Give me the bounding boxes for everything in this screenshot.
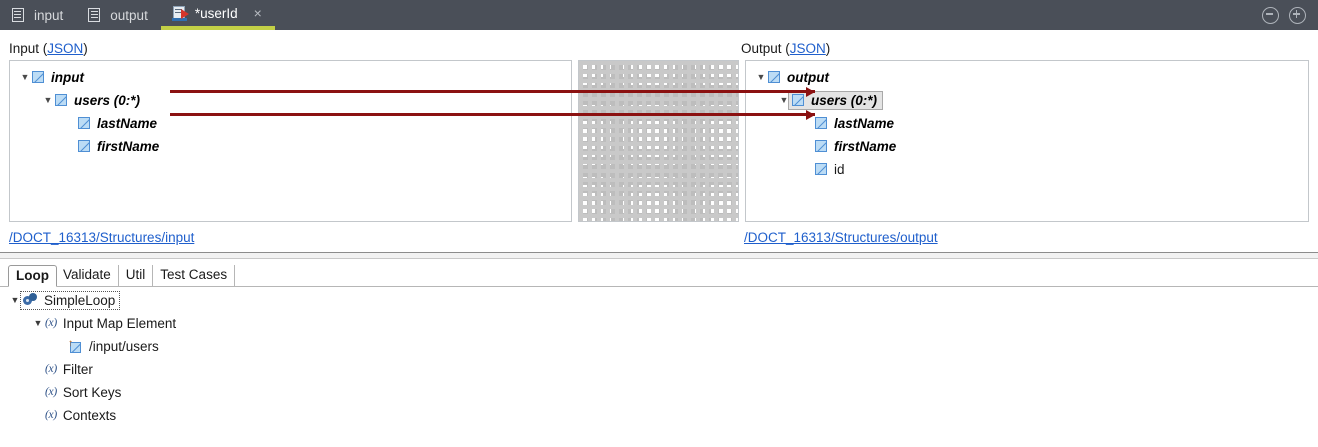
tree-item-label: input [51, 69, 84, 85]
structure-node-icon [815, 140, 827, 152]
focused-node[interactable]: SimpleLoop [20, 290, 121, 310]
selected-node[interactable]: users (0:*) [788, 90, 884, 110]
tree-row: firstName [815, 135, 896, 157]
tab-util[interactable]: Util [119, 265, 154, 287]
tab-validate[interactable]: Validate [56, 265, 119, 287]
tree-row-filter[interactable]: (x) Filter [45, 358, 93, 380]
tab-test-cases[interactable]: Test Cases [153, 265, 236, 287]
mapping-arrow-lastname [806, 87, 815, 97]
mapping-connection-firstname[interactable] [170, 113, 815, 116]
tree-row-simpleloop[interactable]: ▼ SimpleLoop [8, 289, 121, 311]
tab-output[interactable]: output [76, 0, 161, 30]
chevron-down-icon[interactable]: ▼ [779, 94, 789, 105]
structure-node-icon [32, 71, 44, 83]
output-label-suffix: ) [825, 41, 831, 56]
tab-userid[interactable]: *userId × [160, 0, 275, 30]
tab-userid-label: *userId [194, 5, 238, 21]
tab-loop[interactable]: Loop [8, 265, 57, 287]
mapping-arrow-firstname [806, 110, 815, 120]
maximize-icon[interactable] [1289, 6, 1306, 24]
input-label-prefix: Input ( [9, 41, 48, 56]
chevron-down-icon[interactable]: ▼ [20, 71, 30, 82]
tab-output-label: output [110, 7, 148, 23]
tree-item-label: lastName [834, 115, 895, 131]
input-path-link[interactable]: /DOCT_16313/Structures/input [9, 230, 195, 245]
structure-node-icon [78, 117, 90, 129]
function-icon: (x) [45, 409, 57, 421]
map-run-document-icon [171, 5, 189, 21]
input-structure-tree[interactable]: ▼ input ▼ users (0:*) lastName firstName [9, 60, 572, 222]
bottom-tab-underline [0, 286, 1318, 287]
structure-node-icon [792, 94, 804, 106]
function-icon: (x) [45, 386, 57, 398]
tree-item-label: output [787, 69, 829, 85]
output-structure-tree[interactable]: ▼ output ▼ users (0:*) lastName firstNam… [745, 60, 1309, 222]
structure-document-icon [11, 7, 27, 23]
tree-row: lastName [64, 112, 157, 134]
input-json-link[interactable]: JSON [47, 41, 84, 56]
output-path-link[interactable]: /DOCT_16313/Structures/output [744, 230, 938, 245]
tree-item-label: users (0:*) [74, 92, 141, 108]
mapping-canvas[interactable] [578, 60, 739, 222]
tree-item-label: users (0:*) [811, 92, 878, 108]
structure-node-icon [815, 163, 827, 175]
tree-row-sort-keys[interactable]: (x) Sort Keys [45, 381, 121, 403]
mapping-connection-lastname[interactable] [170, 90, 815, 93]
tree-item-label: firstName [97, 138, 160, 154]
window-controls [1262, 0, 1318, 30]
tab-input-label: input [34, 7, 64, 23]
tree-item-label: SimpleLoop [44, 292, 116, 308]
tree-row-input-map-element[interactable]: ▼ (x) Input Map Element [31, 312, 177, 334]
panel-divider[interactable] [0, 252, 1318, 259]
tree-item-label: id [834, 161, 845, 177]
tree-item-label: lastName [97, 115, 158, 131]
input-panel-label: Input (JSON) [9, 41, 88, 56]
tree-row: ▼ input [18, 66, 84, 88]
minimize-icon[interactable] [1262, 6, 1279, 24]
input-label-suffix: ) [83, 41, 88, 56]
tree-row: lastName [815, 112, 894, 134]
chevron-down-icon[interactable]: ▼ [756, 71, 766, 82]
tree-row: ▼ output [754, 66, 829, 88]
tree-item-label: /input/users [89, 338, 159, 354]
bottom-tab-bar: Loop Validate Util Test Cases [8, 265, 236, 287]
tree-item-label: Sort Keys [62, 384, 122, 400]
function-icon: (x) [45, 317, 57, 329]
structure-node-icon [55, 94, 67, 106]
tree-item-label: firstName [834, 138, 897, 154]
tree-item-label: Input Map Element [62, 315, 177, 331]
structure-document-icon [87, 7, 103, 23]
output-panel-label: Output (JSON) [741, 41, 830, 56]
editor-tab-bar: input output *userId × [0, 0, 1318, 30]
tree-row: firstName [64, 135, 159, 157]
output-json-link[interactable]: JSON [789, 41, 826, 56]
chevron-down-icon[interactable]: ▼ [10, 294, 20, 305]
structure-node-icon [78, 140, 90, 152]
tab-bar-spacer [275, 0, 1262, 30]
output-label-prefix: Output ( [741, 41, 790, 56]
function-icon: (x) [45, 363, 57, 375]
mapping-area: Input (JSON) Output (JSON) ▼ input ▼ use… [0, 30, 1318, 252]
chevron-down-icon[interactable]: ▼ [33, 317, 43, 328]
structure-node-icon [768, 71, 780, 83]
structure-node-icon [815, 117, 827, 129]
gears-icon [23, 293, 38, 307]
close-icon[interactable]: × [253, 5, 262, 21]
grid-vertical-lines [579, 61, 738, 221]
chevron-down-icon[interactable]: ▼ [43, 94, 53, 105]
map-element-icon: ↑ [68, 338, 83, 353]
tree-row: id [815, 158, 845, 180]
tab-input[interactable]: input [0, 0, 76, 30]
tree-row-contexts[interactable]: (x) Contexts [45, 404, 116, 426]
tree-item-label: Contexts [62, 407, 117, 423]
tree-row: ▼ users (0:*) [41, 89, 141, 111]
tree-item-label: Filter [62, 361, 93, 377]
bottom-panel: Loop Validate Util Test Cases ▼ SimpleLo… [0, 259, 1318, 447]
tree-row-input-users[interactable]: ↑ /input/users [68, 335, 159, 357]
